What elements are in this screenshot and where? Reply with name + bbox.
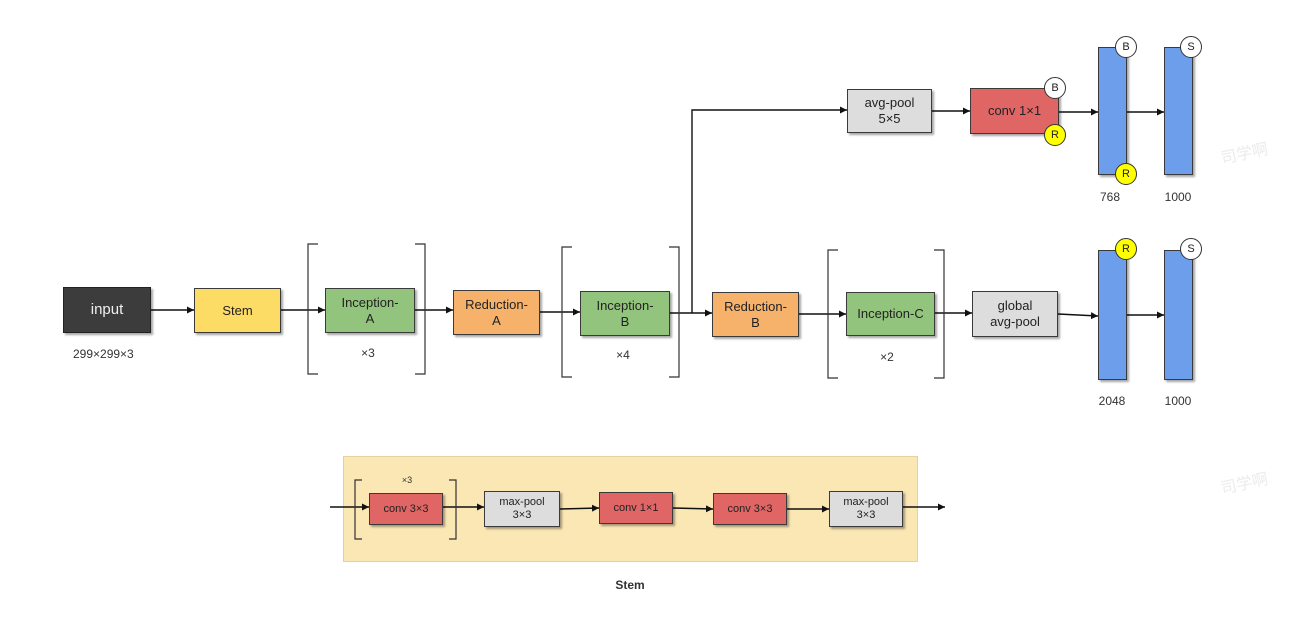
softmax-main-bar [1164, 250, 1193, 380]
inception-b-block: Inception- B [580, 291, 670, 336]
aux-conv-block: conv 1×1 [970, 88, 1059, 134]
relu-badge: R [1115, 238, 1137, 260]
inception-c-block: Inception-C [846, 292, 935, 336]
bracket-stem-right [449, 479, 457, 540]
bracket-inception-c-left [827, 249, 838, 379]
softmax-aux-bar [1164, 47, 1193, 175]
reduction-a-block: Reduction- A [453, 290, 540, 335]
fc-main-size-label: 2048 [1098, 394, 1126, 408]
arrow-stem-3 [672, 505, 714, 513]
input-block: input [63, 287, 151, 333]
softmax-main-size-label: 1000 [1164, 394, 1192, 408]
softmax-badge: S [1180, 36, 1202, 58]
fc-aux-size-label: 768 [1099, 190, 1121, 204]
fc-2048-bar [1098, 250, 1127, 380]
fc-768-bar [1098, 47, 1127, 175]
softmax-aux-size-label: 1000 [1164, 190, 1192, 204]
stem-conv-3x3-block: conv 3×3 [713, 493, 787, 525]
aux-avg-pool-block: avg-pool 5×5 [847, 89, 932, 133]
stem-conv-3x3-block: conv 3×3 [369, 493, 443, 525]
bracket-inception-b-right [669, 246, 680, 378]
inception-c-repeat-label: ×2 [880, 350, 894, 364]
stem-max-pool-block: max-pool 3×3 [484, 491, 560, 527]
arrow-aux-branch [691, 106, 847, 313]
bracket-inception-c-right [934, 249, 945, 379]
relu-badge: R [1115, 163, 1137, 185]
reduction-b-block: Reduction- B [712, 292, 799, 337]
stem-detail-title: Stem [615, 578, 645, 592]
batchnorm-badge: B [1044, 77, 1066, 99]
bracket-inception-a-right [415, 243, 426, 375]
bracket-inception-b-left [561, 246, 572, 378]
arrow-global-pool-fc [1057, 312, 1099, 320]
stem-max-pool-block: max-pool 3×3 [829, 491, 903, 527]
bracket-stem-left [354, 479, 362, 540]
bracket-inception-a-left [307, 243, 318, 375]
global-avg-pool-block: global avg-pool [972, 291, 1058, 337]
inception-a-block: Inception- A [325, 288, 415, 333]
inception-b-repeat-label: ×4 [616, 348, 630, 362]
stem-block: Stem [194, 288, 281, 333]
stem-conv-1x1-block: conv 1×1 [599, 492, 673, 524]
input-dims-label: 299×299×3 [73, 347, 134, 361]
arrow-stem-2 [559, 504, 600, 512]
stem-repeat-label: ×3 [401, 475, 413, 485]
softmax-badge: S [1180, 238, 1202, 260]
relu-badge: R [1044, 124, 1066, 146]
inception-a-repeat-label: ×3 [361, 346, 375, 360]
batchnorm-badge: B [1115, 36, 1137, 58]
